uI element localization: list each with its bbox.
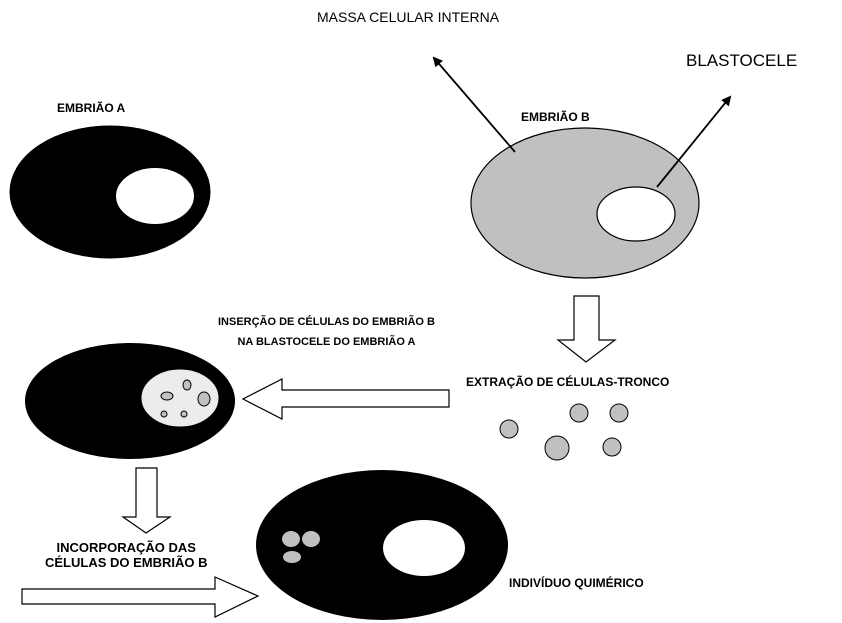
embryo-b-blastocele	[596, 186, 676, 242]
stem-cells	[499, 403, 629, 461]
left-arrow-insertion	[241, 378, 450, 420]
label-embriao-b: EMBRIÃO B	[521, 110, 590, 124]
label-incorporacao: INCORPORAÇÃO DAS CÉLULAS DO EMBRIÃO B	[45, 540, 208, 570]
stem-cell	[499, 419, 519, 439]
inserted-cell	[182, 379, 192, 391]
chimeric-individual	[256, 470, 508, 620]
chimera-blastocele	[383, 520, 465, 576]
embryo-a-blastocele	[116, 168, 194, 224]
inserted-cell	[197, 391, 211, 407]
stem-cell	[609, 403, 629, 423]
inserted-cell	[160, 391, 174, 401]
label-insercao-line2: NA BLASTOCELE DO EMBRIÃO A	[237, 336, 416, 348]
down-arrow-extraction	[556, 295, 617, 363]
stem-cell	[544, 435, 570, 461]
label-extracao: EXTRAÇÃO DE CÉLULAS-TRONCO	[466, 375, 670, 389]
inserted-blastocele	[140, 368, 220, 428]
arrow-to-blastocele	[656, 95, 732, 188]
label-insercao-line1: INSERÇÃO DE CÉLULAS DO EMBRIÃO B	[218, 316, 435, 328]
chimera-body	[256, 470, 508, 620]
chimera-cell	[302, 531, 320, 547]
down-arrow-incorporation	[121, 467, 172, 534]
arrow-to-massa-celular-interna	[432, 56, 516, 153]
label-embriao-a: EMBRIÃO A	[57, 101, 126, 115]
label-insercao: INSERÇÃO DE CÉLULAS DO EMBRIÃO B NA BLAS…	[218, 312, 435, 352]
embryo-a-body	[9, 125, 211, 259]
inserted-cell	[180, 410, 188, 418]
embryo-a	[9, 125, 211, 259]
label-massa-celular-interna: MASSA CELULAR INTERNA	[317, 9, 500, 25]
label-individuo-quimerico: INDIVÍDUO QUIMÉRICO	[509, 576, 644, 590]
label-incorporacao-line1: INCORPORAÇÃO DAS	[56, 540, 196, 555]
chimera-cell	[282, 531, 300, 547]
right-arrow-chimera	[21, 576, 260, 618]
chimera-cell	[283, 551, 301, 563]
embryo-a-with-inserted-cells	[25, 343, 235, 459]
label-incorporacao-line2: CÉLULAS DO EMBRIÃO B	[45, 555, 208, 570]
label-blastocele: BLASTOCELE	[686, 51, 798, 70]
inserted-cell	[160, 410, 168, 418]
stem-cell	[602, 437, 622, 457]
embryo-b	[470, 127, 700, 279]
stem-cell	[569, 403, 589, 423]
